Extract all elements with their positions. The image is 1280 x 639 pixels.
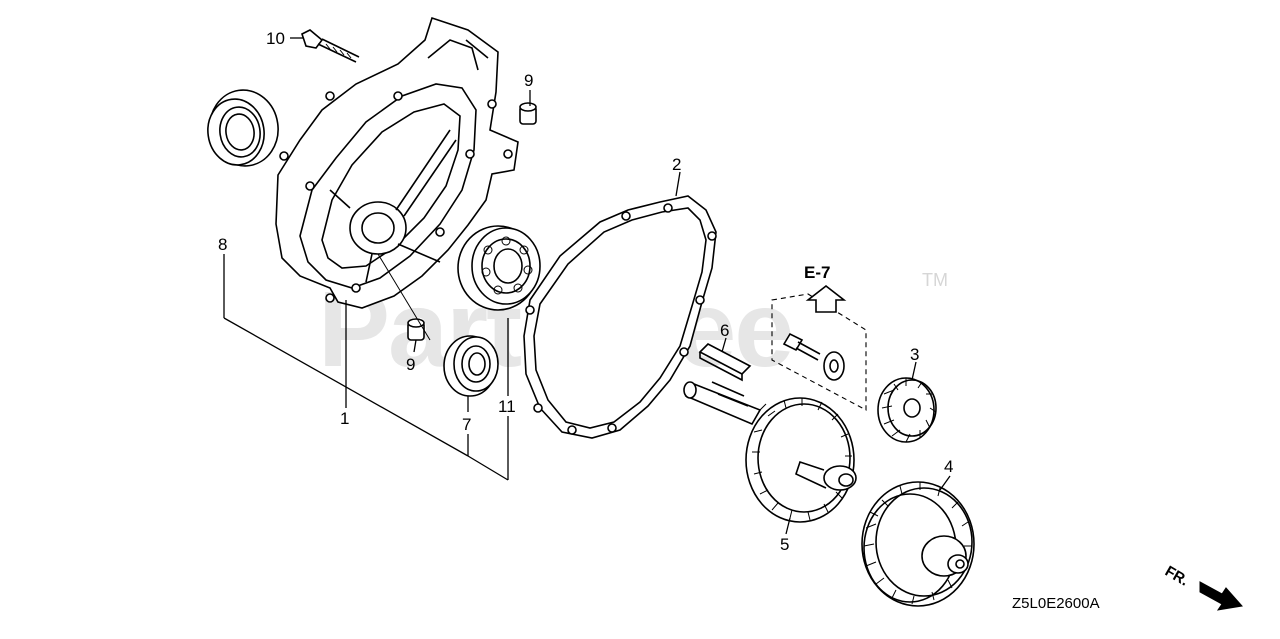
front-direction-indicator: FR.	[1162, 563, 1243, 611]
callout-5: 5	[780, 535, 789, 554]
watermark-trademark: TM	[922, 270, 948, 290]
part-9-dowel-pin-lower[interactable]	[407, 318, 425, 341]
callout-1: 1	[340, 409, 349, 428]
part-9-dowel-pin-upper[interactable]	[519, 102, 537, 125]
part-2-case-gasket[interactable]	[523, 195, 717, 439]
leader-lines	[223, 37, 951, 535]
part-5-gear-shaft[interactable]	[683, 381, 857, 523]
part-4-counter-gear[interactable]	[861, 481, 975, 607]
part-6-woodruff-key[interactable]	[698, 343, 752, 382]
callout-2: 2	[672, 155, 681, 174]
reference-e7-group[interactable]: E-7	[771, 263, 867, 411]
callouts: 10 9 2 8 6 3 9 11 1 7 4 5	[218, 29, 953, 554]
callout-3: 3	[910, 345, 919, 364]
reference-e7-label: E-7	[804, 263, 830, 282]
part-7-radial-ball-bearing[interactable]	[443, 335, 499, 397]
callout-6: 6	[720, 321, 729, 340]
callout-9-lower: 9	[406, 355, 415, 374]
callout-7: 7	[462, 415, 471, 434]
callout-4: 4	[944, 457, 953, 476]
reference-arrow-icon	[805, 284, 847, 313]
callout-11: 11	[498, 397, 516, 416]
front-arrow-icon	[1199, 581, 1243, 611]
callout-8: 8	[218, 235, 227, 254]
callout-9-upper: 9	[524, 71, 533, 90]
callout-10: 10	[266, 29, 285, 48]
part-10-flange-bolt[interactable]	[301, 29, 360, 63]
part-11-radial-ball-bearing[interactable]	[457, 225, 541, 311]
part-1-transmission-case[interactable]	[275, 16, 519, 309]
diagram-code: Z5L0E2600A	[1012, 595, 1100, 612]
part-3-pinion-gear[interactable]	[877, 377, 937, 443]
direction-label: FR.	[1162, 563, 1191, 590]
part-8-oil-seal[interactable]	[204, 86, 283, 171]
